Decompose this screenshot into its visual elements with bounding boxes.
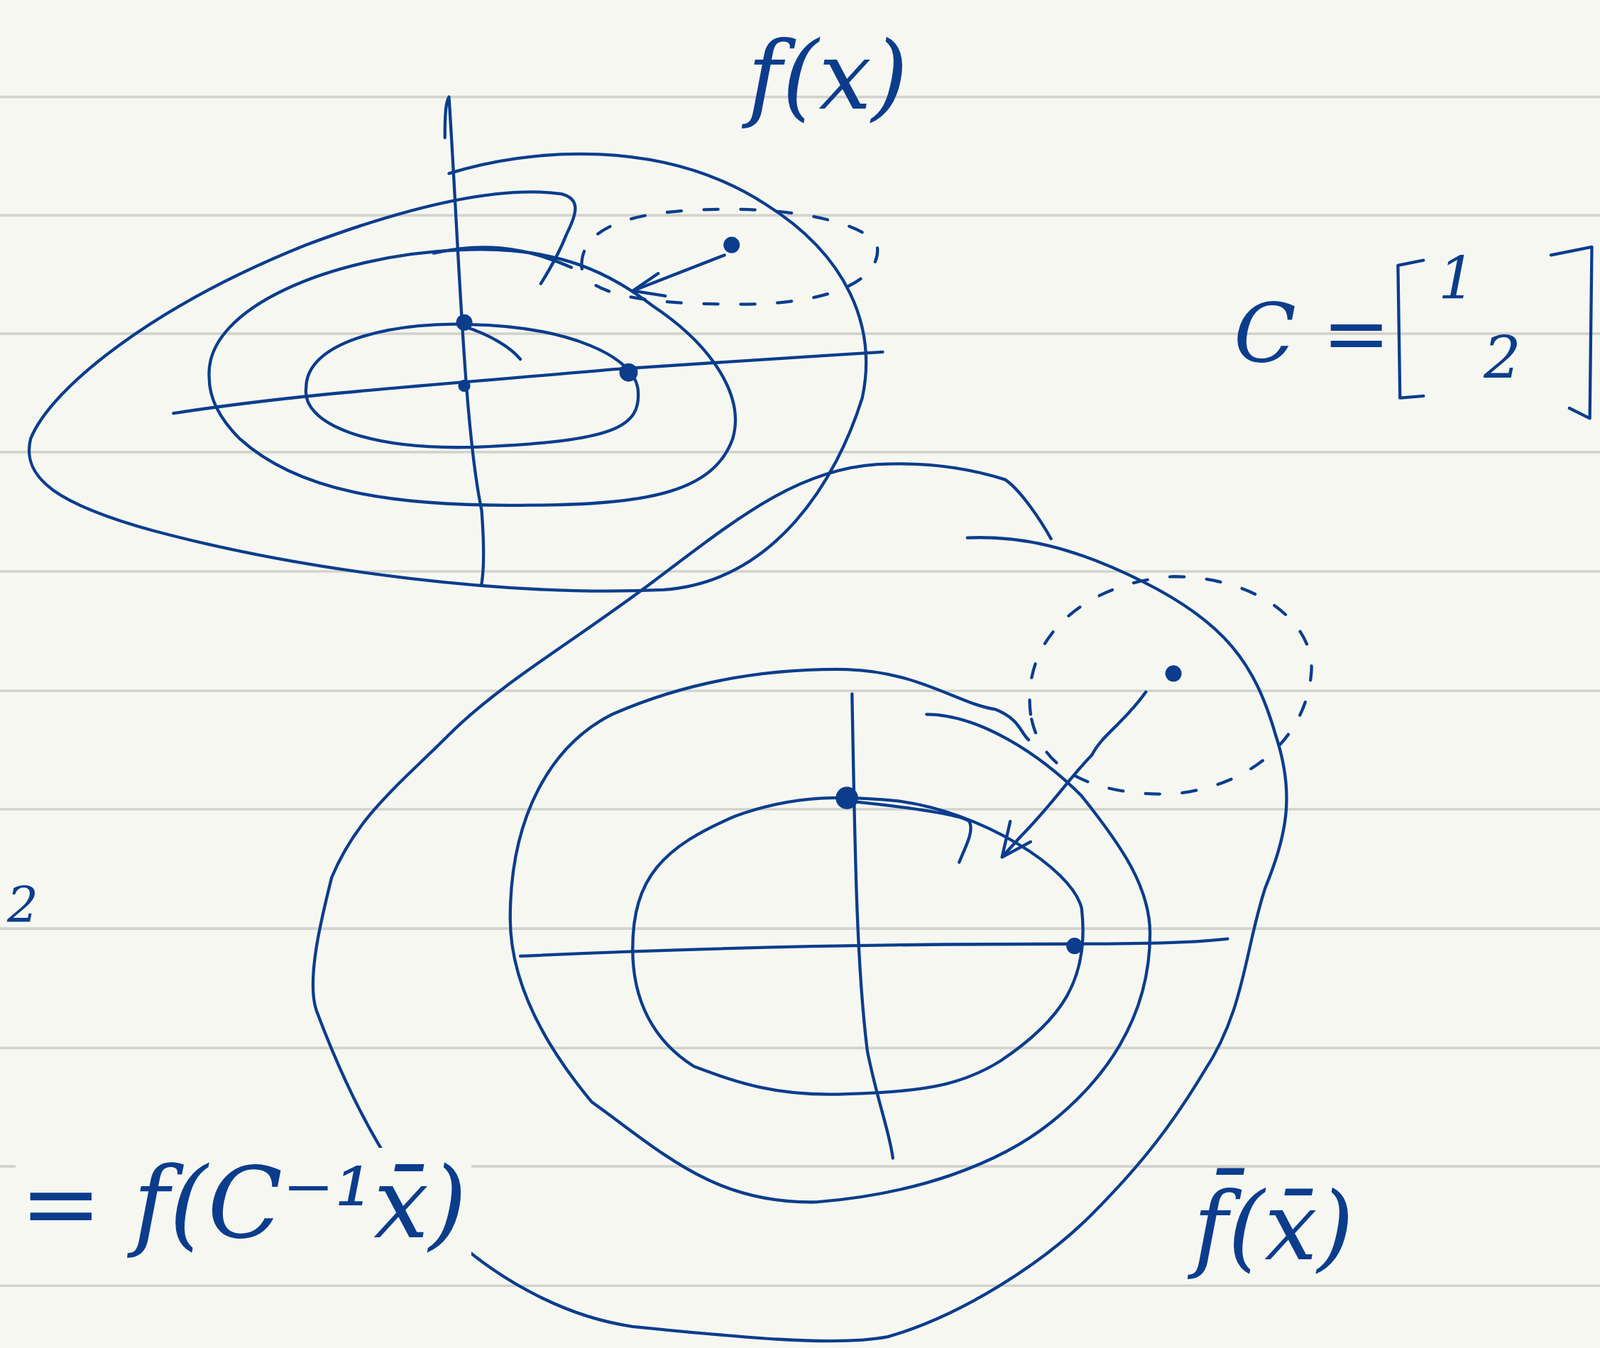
axis [851,694,893,1159]
contour [305,324,639,448]
formula-label: = f(C⁻¹x̄) [15,1147,472,1261]
ruled-lines [0,97,1600,1287]
matrix-entry: 2 [1479,324,1526,392]
bracket [1397,260,1424,399]
arrow [1002,692,1147,858]
dashed-region [1029,576,1312,794]
contour [510,669,1029,919]
contour [510,714,1150,1202]
arrow [632,254,725,297]
axis [173,352,883,414]
function-label: f(x) [743,22,913,131]
contour [464,326,521,360]
points [456,237,1182,955]
contour [846,800,971,862]
matrix-label: C = [1229,286,1395,380]
function-label: f̄(x̄) [1188,1173,1358,1282]
contour [29,154,867,592]
dashed-region [581,209,878,305]
bracket [1551,247,1593,419]
contour [208,249,735,505]
contour [653,463,1052,582]
matrix-entry: 1 [1433,244,1481,313]
axis [520,939,1228,957]
fragment-number: 2 [2,877,43,934]
